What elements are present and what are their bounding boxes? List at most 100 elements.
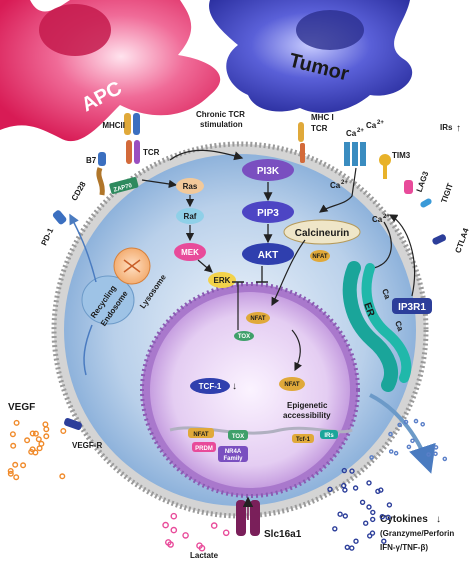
cytokine-dot [370,516,376,523]
cytokine-dot [342,487,348,493]
endosome-to-pd1-arrow [69,213,97,283]
cytokine-dot-small [388,431,393,437]
ca-top-2-sup: 2+ [377,120,384,126]
vegf-dot [42,421,49,428]
cytokine-release-arrow [369,393,436,474]
tim3-stalk [383,165,387,179]
cd28-label: CD28 [70,180,88,203]
lag3-molecule [404,180,413,194]
nucleus-pores [140,282,360,498]
er-ca-loop-a [373,221,392,269]
lactate-dot [210,522,218,529]
cytokine-dot [381,538,387,544]
ctla4-receptor: CTLA4 [432,226,471,254]
vegf-dot [59,473,66,480]
pd1-label: PD-1 [39,226,55,247]
nfat-cyto-label: NFAT [312,254,328,260]
vegf-dot [60,428,67,435]
lysosome-contents [123,259,141,273]
particle-dots [7,418,448,552]
cytokine-dot [370,509,376,516]
cytokine-dot [367,533,373,539]
cytokine-dot [363,520,369,526]
nfat-bottom-box [188,428,214,438]
pd1-molecule [52,210,67,225]
ras-label: Ras [183,182,198,191]
family-label: Family [223,456,243,462]
chronic-tcr-label: Chronic TCR [196,110,245,119]
vegf-dot [36,445,43,452]
irs-label: IRs [440,123,453,132]
mek-label: MEK [181,248,199,257]
tox-box [228,430,248,440]
ca-channel-c [360,142,366,166]
cytokines-arrow: ↓ [436,514,441,525]
cytokine-dot [349,468,355,474]
ctla4-molecule [432,234,447,245]
prdm-box [192,442,216,452]
cell-membrane-beads [51,141,429,519]
mhcii-chain-a [124,113,131,135]
irs-small-label: IRs [324,433,334,439]
vegf-section: VEGF VEGF-R [8,402,102,450]
akt-label: AKT [258,250,279,261]
raf-node [176,208,204,224]
lag3-receptor: LAG3 [404,170,431,194]
calcineurin-label: Calcineurin [295,228,349,239]
mhc1-molecule [298,122,304,142]
erk-label: ERK [214,276,231,285]
nfat-mid-label: NFAT [284,382,300,388]
nfat-nuclear-arrow [291,329,302,372]
b7-molecule [98,152,106,166]
tcr-left-chain-a [126,140,132,164]
cytokine-dot-small [388,449,394,454]
vegf-dot [20,462,27,469]
nfat-top-node [246,312,270,324]
vegf-dot [10,442,17,449]
apc-cell: APC [0,0,221,142]
vegf-dot [29,430,36,437]
tcf1-down-arrow: ↓ [232,381,237,392]
cytokine-dot-small [433,451,438,457]
cd28-molecule [96,167,105,196]
pip3-label: PIP3 [257,208,279,219]
ca-top-2: Ca [366,121,377,130]
b7-label: B7 [86,156,97,165]
cytokine-dot-small [406,444,412,450]
tigit-label: TIGIT [439,182,454,204]
slc16a1-left [236,500,246,536]
ca-top-1-sup: 2+ [357,128,364,134]
cytokine-dot [327,486,333,492]
cytokine-dot [359,499,366,505]
cytokines-label: Cytokines [380,514,428,525]
cytokine-dot [369,530,376,536]
raf-label: Raf [184,212,197,221]
tumor-cell: Tumor [209,0,413,113]
calcineurin-pathway: Calcineurin NFAT [271,167,416,307]
lactate-dot [170,512,178,520]
ifn-label: IFN-γ/TNF-β) [380,543,428,552]
tumor-nucleus [296,10,364,50]
apc-nucleus [39,4,111,56]
nfat-mid-node [279,377,305,391]
cytokine-dot [342,513,348,519]
cytokine-dot [352,485,359,491]
cytokine-dot-small [442,456,448,462]
tigit-molecule [420,198,432,208]
ca-top-1: Ca [346,129,357,138]
vegf-dot [43,426,50,433]
cytokine-dot-small [420,421,426,427]
tcr-to-pi3k-arrow [169,149,244,161]
vegf-r-label: VEGF-R [72,441,102,450]
stimulation-label: stimulation [200,120,243,129]
lactate-label: Lactate [190,551,219,560]
vegf-dot [12,461,19,468]
vegf-dot [13,419,20,426]
cytokine-dot-small [369,455,374,460]
calcium-channel: Ca 2+ Ca 2+ [344,120,384,166]
tim3-head [379,154,391,166]
tox-small-label: TOX [238,334,250,340]
cytokine-dot [378,487,384,493]
tcr-left-label: TCR [143,148,160,157]
